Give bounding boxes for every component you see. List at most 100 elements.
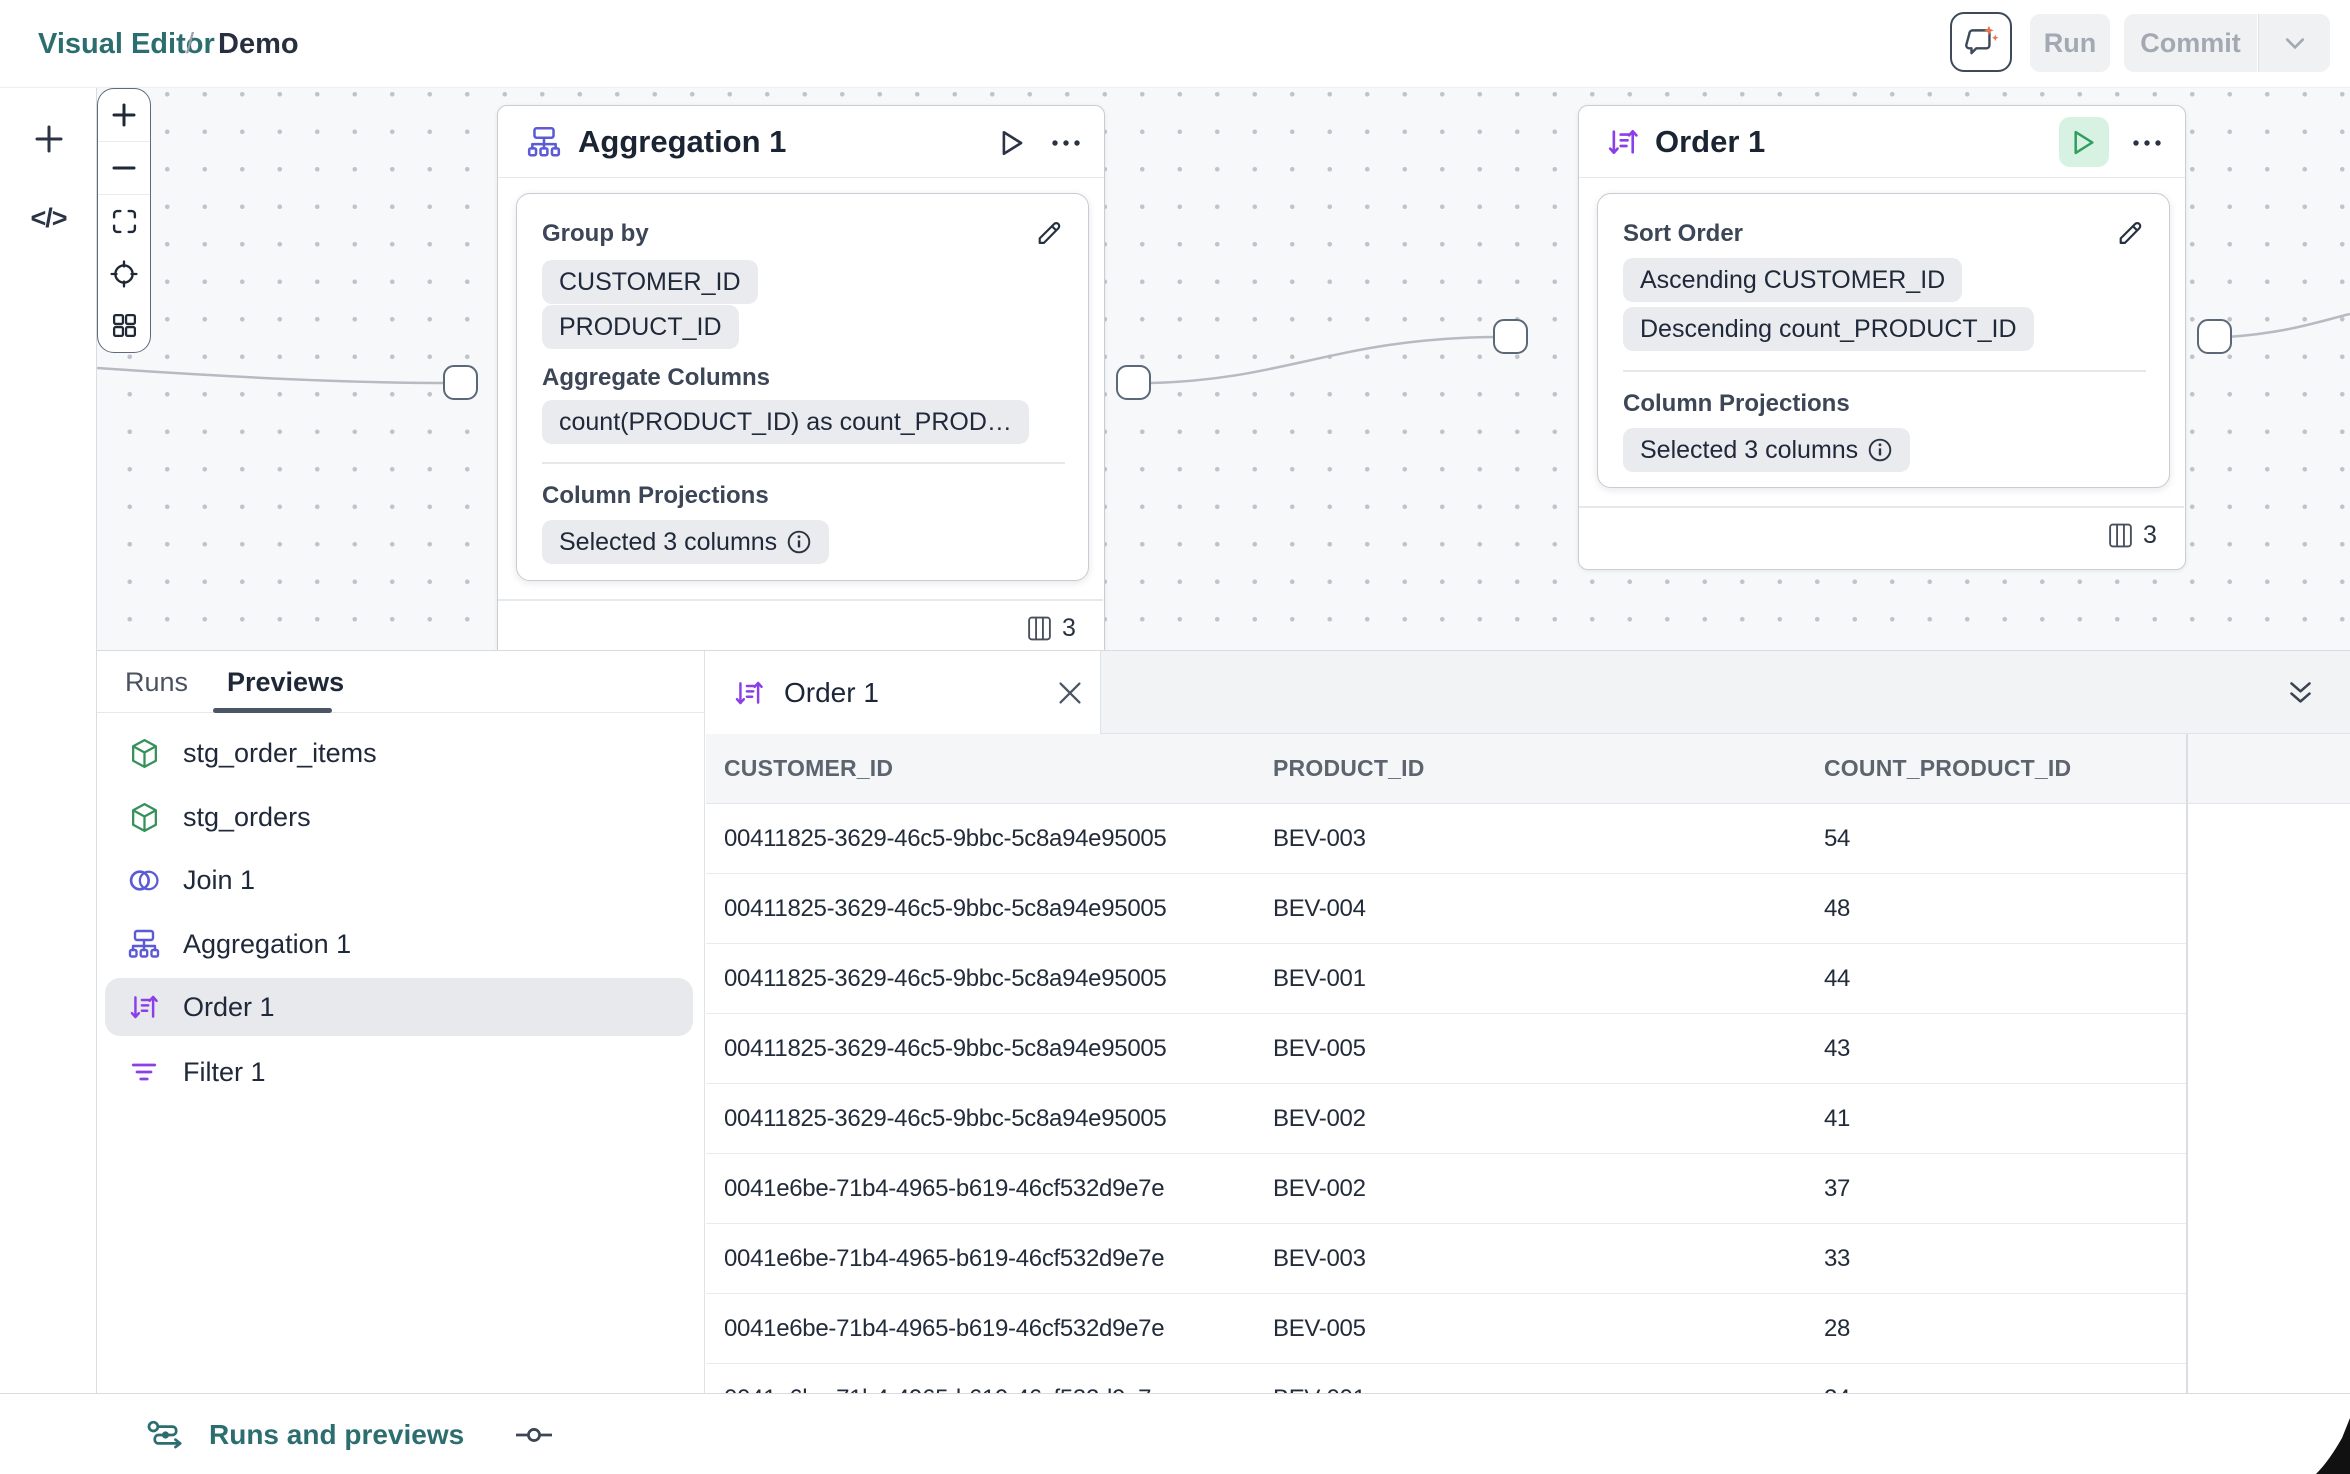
preview-header: Order 1 — [706, 651, 2350, 734]
run-node-button[interactable] — [993, 124, 1031, 162]
filter-icon — [127, 1057, 161, 1087]
column-projections-label: Column Projections — [542, 482, 769, 509]
port-order-output[interactable] — [2197, 319, 2232, 354]
mouse-cursor — [2316, 1418, 2350, 1474]
sidebar-item-order-1[interactable]: Order 1 — [105, 978, 693, 1036]
preview-table-header: CUSTOMER_ID PRODUCT_ID COUNT_PRODUCT_ID — [706, 734, 2350, 804]
node-footer-divider — [498, 599, 1103, 601]
projection-chip[interactable]: Selected 3 columns — [1623, 428, 1911, 472]
pipeline-canvas[interactable]: Aggregation 1 Group by CUSTOMER_ID PRODU… — [97, 88, 2350, 650]
group-by-chip[interactable]: PRODUCT_ID — [542, 305, 739, 349]
run-node-button-success[interactable] — [2059, 117, 2109, 167]
sort-order-label: Sort Order — [1623, 220, 1744, 247]
canvas-zoom-toolbar — [97, 88, 151, 353]
table-cell: 28 — [1824, 1314, 1851, 1342]
table-cell: BEV-003 — [1273, 1244, 1366, 1272]
node-aggregation-header[interactable]: Aggregation 1 — [498, 106, 1104, 178]
panel-resize-handle-icon[interactable] — [516, 1425, 553, 1445]
table-cell: BEV-005 — [1273, 1034, 1366, 1062]
canvas-tool-rail: </> — [0, 88, 97, 1393]
sidebar-item-aggregation-1[interactable]: Aggregation 1 — [105, 915, 693, 973]
column-header[interactable]: CUSTOMER_ID — [724, 755, 894, 781]
node-order-1[interactable]: Order 1 Sort Order Ascending CUSTOMER_ID… — [1578, 105, 2186, 570]
edit-pencil-icon[interactable] — [1032, 214, 1068, 250]
table-cell: 0041e6be-71b4-4965-b619-46cf532d9e7e — [724, 1385, 1273, 1395]
collapse-panel-button[interactable] — [2282, 676, 2318, 710]
ai-assistant-button[interactable] — [1950, 12, 2012, 72]
table-cell: 00411825-3629-46c5-9bbc-5c8a94e95005 — [724, 1104, 1167, 1132]
sidebar-item-stg-orders[interactable]: stg_orders — [105, 788, 693, 846]
projection-chip[interactable]: Selected 3 columns — [542, 520, 830, 564]
table-cell: BEV-001 — [1273, 964, 1366, 992]
sort-chip[interactable]: Descending count_PRODUCT_ID — [1623, 307, 2034, 351]
node-title: Aggregation 1 — [578, 123, 787, 159]
cube-icon — [127, 737, 161, 770]
sidebar-item-stg-order-items[interactable]: stg_order_items — [105, 724, 693, 782]
column-header[interactable]: COUNT_PRODUCT_ID — [1824, 755, 2072, 781]
node-footer-divider — [1579, 506, 2184, 508]
column-header[interactable]: PRODUCT_ID — [1273, 755, 1425, 781]
node-column-count: 3 — [2107, 521, 2157, 550]
order-icon — [1607, 125, 1639, 159]
node-menu-button[interactable] — [1046, 124, 1086, 162]
port-order-input[interactable] — [1493, 319, 1528, 354]
sort-chip[interactable]: Ascending CUSTOMER_ID — [1623, 258, 1963, 302]
port-aggregation-output[interactable] — [1116, 365, 1151, 400]
table-cell: 33 — [1824, 1244, 1851, 1272]
node-column-count: 3 — [1026, 614, 1076, 643]
table-cell: 43 — [1824, 1034, 1851, 1062]
group-by-label: Group by — [542, 220, 649, 247]
breadcrumb-page: Demo — [218, 27, 299, 60]
minimap-button[interactable] — [98, 300, 150, 352]
table-cell: 00411825-3629-46c5-9bbc-5c8a94e95005 — [724, 894, 1167, 922]
aggregation-config-card[interactable]: Group by CUSTOMER_ID PRODUCT_ID Aggregat… — [516, 193, 1089, 581]
node-order-header[interactable]: Order 1 — [1579, 106, 2185, 178]
code-view-button[interactable]: </> — [0, 183, 97, 253]
commit-dropdown-button[interactable] — [2258, 14, 2330, 72]
group-by-chip[interactable]: CUSTOMER_ID — [542, 260, 758, 304]
edit-pencil-icon[interactable] — [2113, 214, 2149, 250]
aggregate-column-chip[interactable]: count(PRODUCT_ID) as count_PROD… — [542, 400, 1029, 444]
tab-runs[interactable]: Runs — [125, 666, 189, 697]
breadcrumb-app[interactable]: Visual Editor — [38, 27, 215, 60]
table-cell: 24 — [1824, 1385, 2186, 1395]
table-cell: 00411825-3629-46c5-9bbc-5c8a94e95005 — [724, 824, 1167, 852]
run-button[interactable]: Run — [2030, 14, 2110, 72]
sidebar-item-filter-1[interactable]: Filter 1 — [105, 1043, 693, 1101]
panel-tabs: Runs Previews — [97, 651, 705, 713]
close-preview-button[interactable] — [1054, 677, 1086, 709]
table-row[interactable]: 0041e6be-71b4-4965-b619-46cf532d9e7eBEV-… — [706, 1364, 2186, 1395]
table-cell: BEV-005 — [1273, 1314, 1366, 1342]
node-menu-button[interactable] — [2127, 124, 2167, 162]
center-view-button[interactable] — [98, 248, 150, 300]
table-cell: 44 — [1824, 964, 1851, 992]
zoom-in-button[interactable] — [98, 89, 150, 143]
commit-button[interactable]: Commit — [2124, 14, 2257, 72]
table-row[interactable]: 0041e6be-71b4-4965-b619-46cf532d9e7e BEV-… — [706, 1294, 2186, 1364]
fit-view-button[interactable] — [98, 195, 150, 247]
sidebar-item-join-1[interactable]: Join 1 — [105, 851, 693, 909]
table-cell: 0041e6be-71b4-4965-b619-46cf532d9e7e — [724, 1314, 1165, 1342]
zoom-out-button[interactable] — [98, 142, 150, 196]
runs-and-previews-toggle[interactable]: Runs and previews — [145, 1394, 553, 1474]
table-right-divider — [2186, 734, 2188, 1394]
tab-previews[interactable]: Previews — [227, 666, 345, 697]
card-divider — [542, 462, 1065, 464]
node-aggregation-1[interactable]: Aggregation 1 Group by CUSTOMER_ID PRODU… — [497, 105, 1105, 650]
preview-tab-order-1[interactable]: Order 1 — [706, 651, 1101, 734]
add-node-button[interactable] — [0, 104, 97, 174]
plus-icon — [35, 125, 62, 153]
order-config-card[interactable]: Sort Order Ascending CUSTOMER_ID Descend… — [1597, 193, 2170, 488]
status-bar-label: Runs and previews — [209, 1418, 465, 1450]
port-aggregation-input[interactable] — [443, 365, 478, 400]
join-icon — [127, 865, 161, 896]
